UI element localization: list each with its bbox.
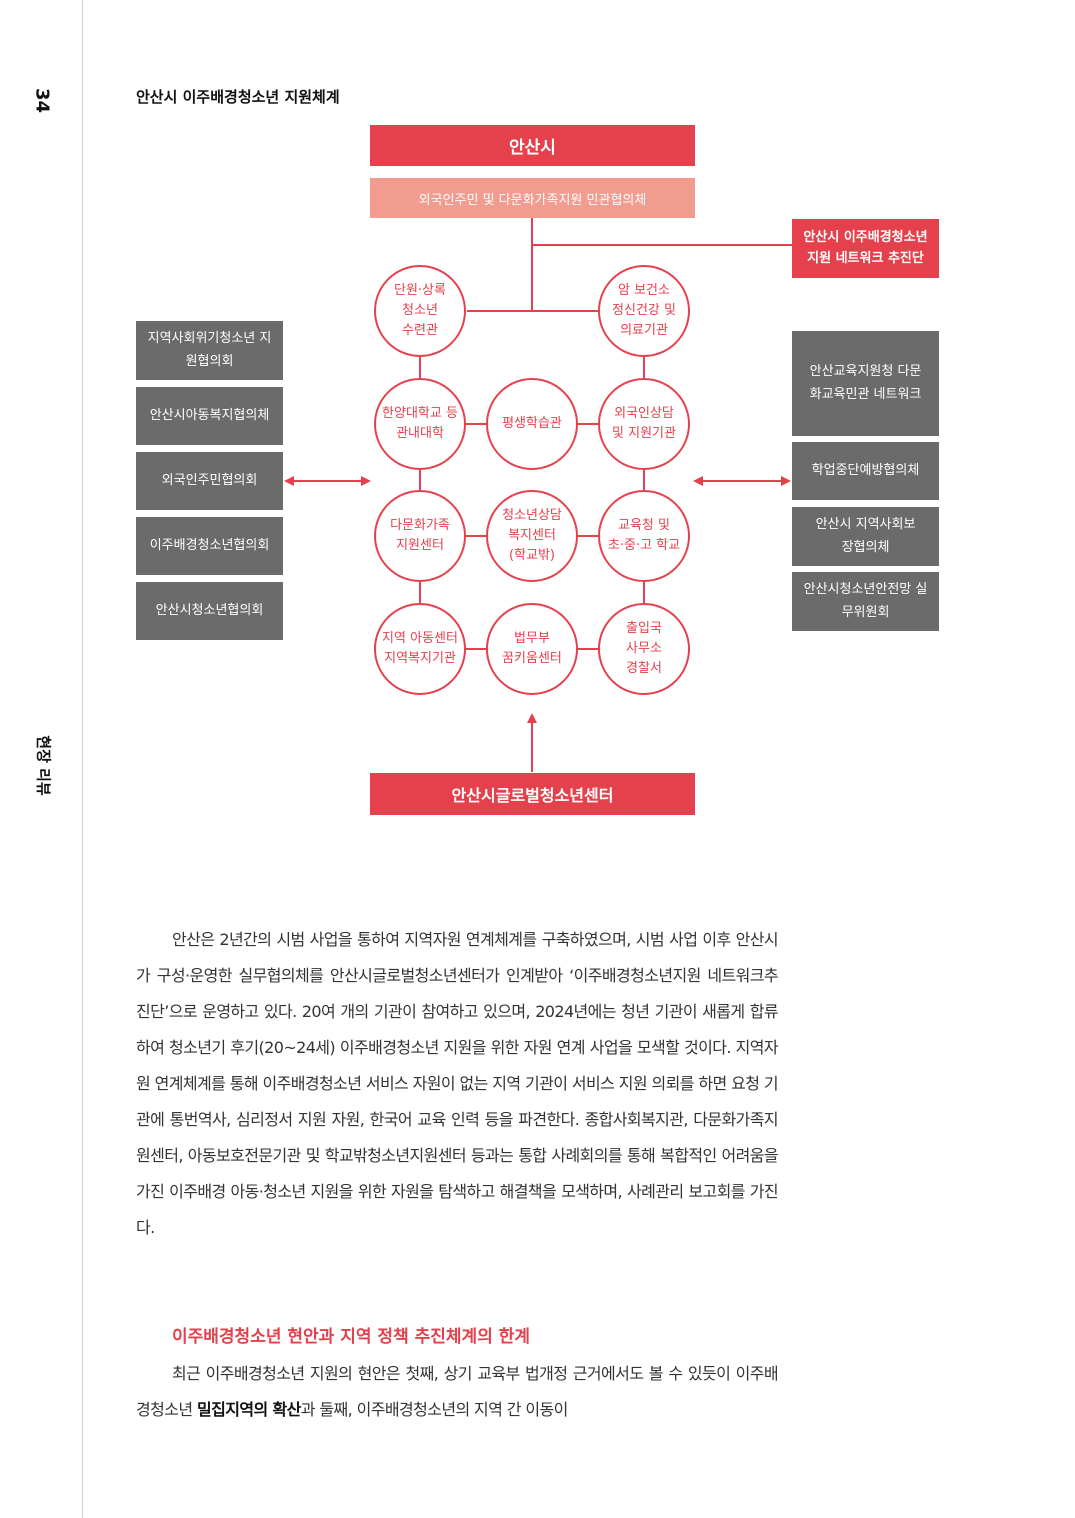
paragraph-2-text-a: 최근 이주배경청소년 지원의 현안은 첫째, 상기 교육부 법개정 근거에서도 … [136, 1364, 779, 1419]
circle-youth-center: 단원·상록 청소년 수련관 [374, 265, 466, 357]
right-box-social-security: 안산시 지역사회보장협의체 [792, 507, 939, 566]
network-taskforce-box: 안산시 이주배경청소년 지원 네트워크 추진단 [792, 219, 939, 278]
body-paragraph-1: 안산은 2년간의 시범 사업을 통하여 지역자원 연계체계를 구축하였으며, 시… [136, 930, 779, 1237]
circle-foreigner-support: 외국인상담 및 지원기관 [598, 378, 690, 470]
circle-university: 한양대학교 등 관내대학 [374, 378, 466, 470]
paragraph-2-bold: 밀집지역의 확산 [196, 1400, 301, 1419]
circle-health-center: 암 보건소 정신건강 및 의료기관 [598, 265, 690, 357]
left-box-migrant-youth-council: 이주배경청소년협의회 [136, 517, 283, 575]
paragraph-2-text-b: 과 둘째, 이주배경청소년의 지역 간 이동이 [300, 1400, 569, 1419]
civil-council-box: 외국인주민 및 다문화가족지원 민관협의체 [370, 178, 695, 218]
circle-multicultural-family: 다문화가족 지원센터 [374, 490, 466, 582]
left-box-foreigner-council: 외국인주민협의회 [136, 452, 283, 510]
circle-immigration-police: 출입국 사무소 경찰서 [598, 603, 690, 695]
section-heading: 이주배경청소년 현안과 지역 정책 추진체계의 한계 [172, 1327, 531, 1347]
margin-rule [82, 0, 83, 1518]
right-box-education-network: 안산교육지원청 다문화교육민관 네트워크 [792, 331, 939, 436]
circle-education-office: 교육청 및 초·중·고 학교 [598, 490, 690, 582]
circle-lifelong-learning: 평생학습관 [486, 378, 578, 470]
left-box-child-welfare: 안산시아동복지협의체 [136, 387, 283, 445]
circle-ministry-justice: 법무부 꿈키움센터 [486, 603, 578, 695]
left-box-youth-council: 안산시청소년협의회 [136, 582, 283, 640]
circle-youth-counseling: 청소년상담 복지센터 (학교밖) [486, 490, 578, 582]
right-box-safety-net: 안산시청소년안전망 실무위원회 [792, 572, 939, 631]
ansan-city-box: 안산시 [370, 125, 695, 166]
right-box-dropout-prevention: 학업중단예방협의체 [792, 442, 939, 500]
circle-child-center: 지역 아동센터 지역복지기관 [374, 603, 466, 695]
diagram-connectors [284, 218, 792, 772]
left-box-crisis-youth: 지역사회위기청소년 지원협의회 [136, 321, 283, 380]
body-paragraph-2: 최근 이주배경청소년 지원의 현안은 첫째, 상기 교육부 법개정 근거에서도 … [136, 1356, 779, 1428]
figure-title: 안산시 이주배경청소년 지원체계 [136, 88, 340, 106]
global-youth-center-box: 안산시글로벌청소년센터 [370, 773, 695, 815]
